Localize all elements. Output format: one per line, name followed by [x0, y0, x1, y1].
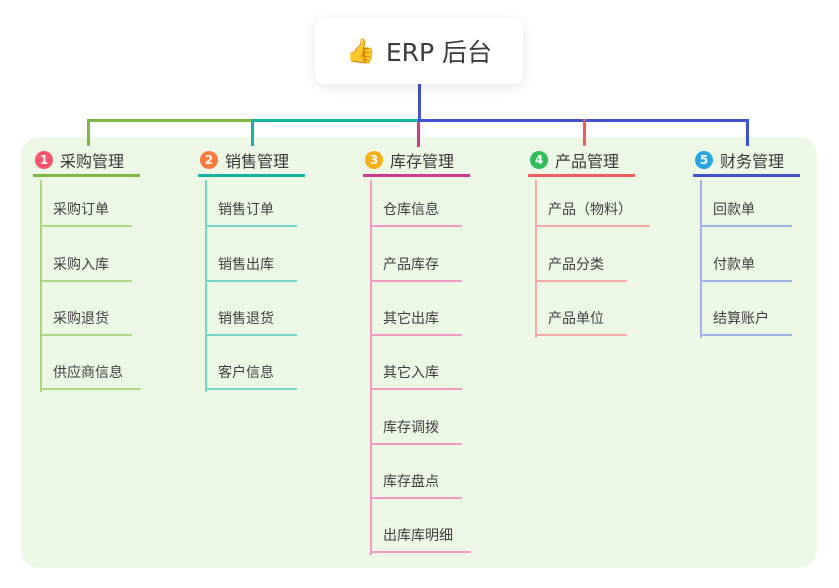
node-label: 销售退货: [218, 311, 274, 327]
connector-horizontal-left-green: [87, 119, 253, 122]
background-panel: [21, 137, 817, 568]
branch-number-badge: 5: [695, 150, 713, 169]
branch-title-sales[interactable]: 2 销售管理: [198, 145, 305, 177]
mindmap-node[interactable]: 产品库存: [370, 242, 462, 282]
branch-trunk-line: [205, 180, 207, 392]
node-label: 其它入库: [383, 365, 439, 381]
mindmap-node[interactable]: 销售退货: [205, 296, 297, 336]
connector-drop-finance: [746, 119, 749, 146]
root-node[interactable]: 👍 ERP 后台: [315, 18, 523, 84]
node-label: 库存调拨: [383, 420, 439, 436]
node-label: 结算账户: [713, 311, 769, 327]
node-label: 供应商信息: [53, 365, 123, 381]
node-label: 采购入库: [53, 257, 109, 273]
mindmap-node[interactable]: 仓库信息: [370, 187, 462, 227]
node-label: 仓库信息: [383, 202, 439, 218]
branch-number-badge: 2: [200, 150, 218, 169]
connector-drop-sales: [251, 119, 254, 146]
connector-drop-product: [583, 119, 586, 146]
mindmap-node[interactable]: 其它出库: [370, 296, 462, 336]
node-label: 库存盘点: [383, 474, 439, 490]
mindmap-node[interactable]: 结算账户: [700, 296, 792, 336]
node-label: 产品单位: [548, 311, 604, 327]
branch-finance-management: 5 财务管理 回款单 付款单 结算账户: [693, 145, 833, 338]
branch-sales-management: 2 销售管理 销售订单 销售出库 销售退货 客户信息: [198, 145, 338, 392]
root-connector-line: [418, 84, 421, 121]
mindmap-node[interactable]: 采购入库: [40, 242, 132, 282]
mindmap-node[interactable]: 付款单: [700, 242, 792, 282]
node-label: 采购退货: [53, 311, 109, 327]
node-label: 产品分类: [548, 257, 604, 273]
connector-drop-inventory: [417, 122, 420, 147]
node-label: 产品（物料）: [548, 202, 632, 218]
mindmap-node[interactable]: 销售订单: [205, 187, 297, 227]
branch-trunk-line: [535, 180, 537, 338]
branch-title-finance[interactable]: 5 财务管理: [693, 145, 800, 177]
branch-inventory-management: 3 库存管理 仓库信息 产品库存 其它出库 其它入库 库存调拨 库存盘点 出库库…: [363, 145, 503, 555]
connector-horizontal-left-teal: [251, 119, 420, 122]
mindmap-node[interactable]: 回款单: [700, 187, 792, 227]
mindmap-node[interactable]: 出库库明细: [370, 513, 471, 553]
node-label: 销售订单: [218, 202, 274, 218]
mindmap-node[interactable]: 销售出库: [205, 242, 297, 282]
mindmap-node[interactable]: 产品（物料）: [535, 187, 650, 227]
branch-trunk-line: [370, 180, 372, 555]
branch-product-management: 4 产品管理 产品（物料） 产品分类 产品单位: [528, 145, 668, 338]
mindmap-node[interactable]: 采购退货: [40, 296, 132, 336]
node-label: 付款单: [713, 257, 755, 273]
branch-trunk-line: [700, 180, 702, 338]
node-label: 其它出库: [383, 311, 439, 327]
mindmap-node[interactable]: 产品分类: [535, 242, 627, 282]
mindmap-node[interactable]: 客户信息: [205, 350, 297, 390]
branch-purchase-management: 1 采购管理 采购订单 采购入库 采购退货 供应商信息: [33, 145, 173, 392]
branch-title-product[interactable]: 4 产品管理: [528, 145, 635, 177]
root-node-label: ERP 后台: [385, 38, 493, 67]
branch-trunk-line: [40, 180, 42, 392]
node-label: 出库库明细: [383, 528, 453, 544]
branch-title-label: 产品管理: [555, 151, 620, 171]
mindmap-node[interactable]: 库存盘点: [370, 459, 462, 499]
branch-number-badge: 1: [35, 150, 53, 169]
branch-title-label: 销售管理: [225, 151, 290, 171]
thumbs-up-icon: 👍: [345, 37, 376, 65]
node-label: 采购订单: [53, 202, 109, 218]
mindmap-node[interactable]: 供应商信息: [40, 350, 141, 390]
node-label: 销售出库: [218, 257, 274, 273]
branch-title-label: 财务管理: [720, 151, 785, 171]
branch-title-label: 采购管理: [60, 151, 125, 171]
mindmap-node[interactable]: 库存调拨: [370, 405, 462, 445]
mindmap-node[interactable]: 其它入库: [370, 350, 462, 390]
branch-title-purchase[interactable]: 1 采购管理: [33, 145, 140, 177]
branch-number-badge: 4: [530, 150, 548, 169]
node-label: 产品库存: [383, 257, 439, 273]
mindmap-node[interactable]: 产品单位: [535, 296, 627, 336]
branch-title-inventory[interactable]: 3 库存管理: [363, 145, 470, 177]
node-label: 回款单: [713, 202, 755, 218]
branch-title-label: 库存管理: [390, 151, 455, 171]
branch-number-badge: 3: [365, 150, 383, 169]
node-label: 客户信息: [218, 365, 274, 381]
mindmap-node[interactable]: 采购订单: [40, 187, 132, 227]
connector-drop-purchase: [87, 119, 90, 146]
